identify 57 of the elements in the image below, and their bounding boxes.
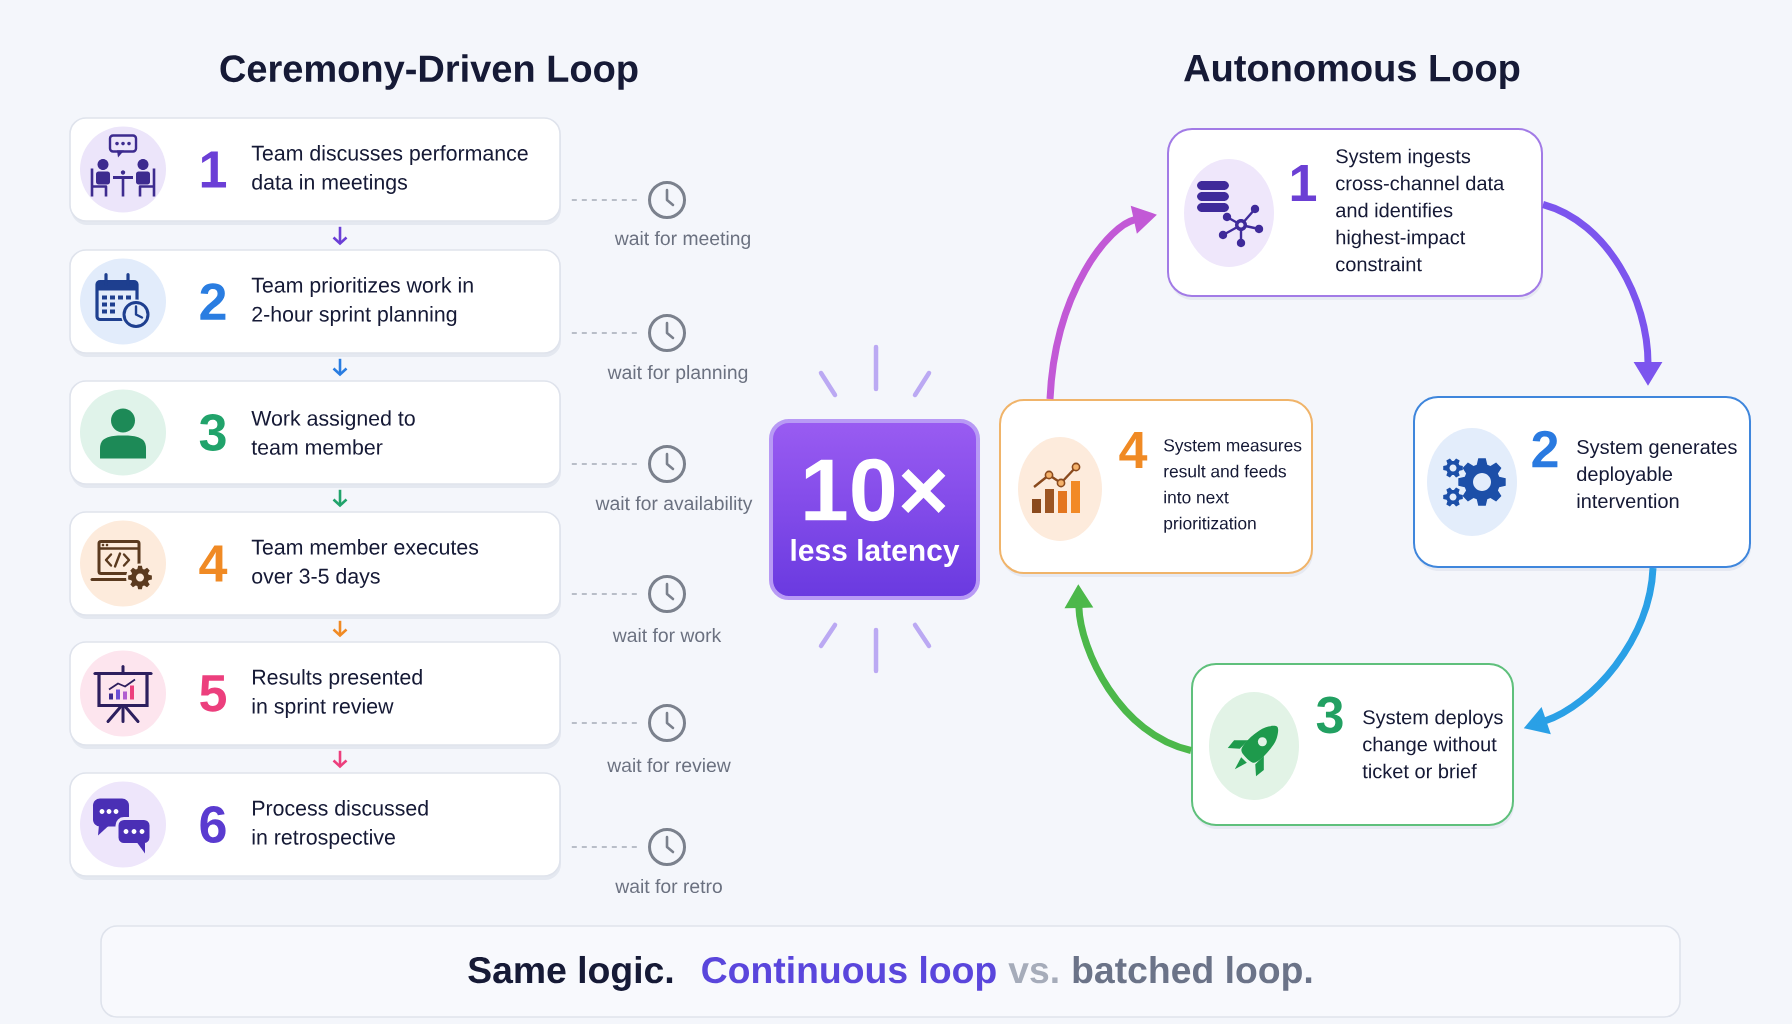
step-card bbox=[69, 641, 561, 749]
summary-text: Continuous loop bbox=[702, 955, 996, 991]
step-card bbox=[69, 511, 561, 619]
step-text: Work assigned to team member bbox=[251, 410, 415, 455]
stat-badge bbox=[769, 419, 980, 600]
wait-label: wait for review bbox=[607, 757, 731, 773]
arrow bbox=[332, 750, 348, 769]
loop-card bbox=[1191, 663, 1514, 829]
arrow bbox=[332, 358, 348, 377]
step-card bbox=[69, 117, 561, 225]
step-text: Process discussed in retrospective bbox=[252, 800, 428, 849]
step-text: Team member executes over 3-5 days bbox=[251, 539, 479, 588]
dashed-line bbox=[570, 722, 639, 724]
step-text: System deploys change without ticket or brief bbox=[1362, 709, 1503, 779]
step-number: 6 bbox=[200, 806, 226, 843]
wait-label: wait for work bbox=[612, 627, 722, 643]
arrow bbox=[332, 226, 348, 246]
step-text: System ingests cross-channel data and identifies highest-impact constraint bbox=[1336, 148, 1505, 272]
step-number: 1 bbox=[1291, 165, 1317, 201]
step-card bbox=[69, 249, 561, 357]
step-number: 3 bbox=[199, 414, 226, 451]
step-card bbox=[69, 380, 561, 488]
dashed-line bbox=[570, 593, 639, 595]
step-number: 5 bbox=[200, 675, 227, 712]
step-text: Team discusses performance data in meetings bbox=[251, 145, 528, 194]
step-number: 4 bbox=[1119, 432, 1148, 468]
summary-banner bbox=[100, 925, 1681, 1018]
wait-label: wait for planning bbox=[607, 365, 748, 383]
dashed-line bbox=[570, 332, 639, 334]
loop-card bbox=[1167, 128, 1543, 300]
dashed-line bbox=[570, 199, 639, 201]
column-heading: Ceremony-Driven Loop bbox=[220, 54, 638, 90]
step-text: System generates deployable intervention bbox=[1577, 439, 1737, 509]
summary-text: batched loop. bbox=[1073, 955, 1312, 991]
summary-text: Same logic. bbox=[468, 955, 673, 991]
step-number: 4 bbox=[199, 545, 228, 582]
step-text: System measures result and feeds into next prioritization bbox=[1164, 439, 1302, 533]
summary-text: vs. bbox=[1008, 962, 1058, 984]
stat-caption: less latency bbox=[791, 539, 960, 567]
wait-label: wait for meeting bbox=[614, 231, 750, 249]
step-number: 2 bbox=[200, 283, 226, 320]
wait-label: wait for availability bbox=[595, 496, 753, 514]
step-number: 3 bbox=[1316, 696, 1343, 734]
step-number: 1 bbox=[201, 151, 227, 188]
stat-value: 10× bbox=[805, 458, 946, 522]
arrow bbox=[332, 620, 348, 638]
arrow bbox=[332, 489, 348, 508]
loop-card bbox=[1413, 396, 1751, 571]
dashed-line bbox=[570, 463, 639, 465]
dashed-line bbox=[570, 846, 639, 848]
column-heading: Autonomous Loop bbox=[1184, 55, 1520, 89]
step-number: 2 bbox=[1532, 430, 1558, 468]
step-text: Team prioritizes work in 2-hour sprint planning bbox=[251, 277, 473, 326]
step-card bbox=[69, 772, 561, 880]
step-text: Results presented in sprint review bbox=[252, 669, 422, 718]
loop-card bbox=[999, 399, 1313, 577]
wait-label: wait for retro bbox=[615, 878, 722, 894]
